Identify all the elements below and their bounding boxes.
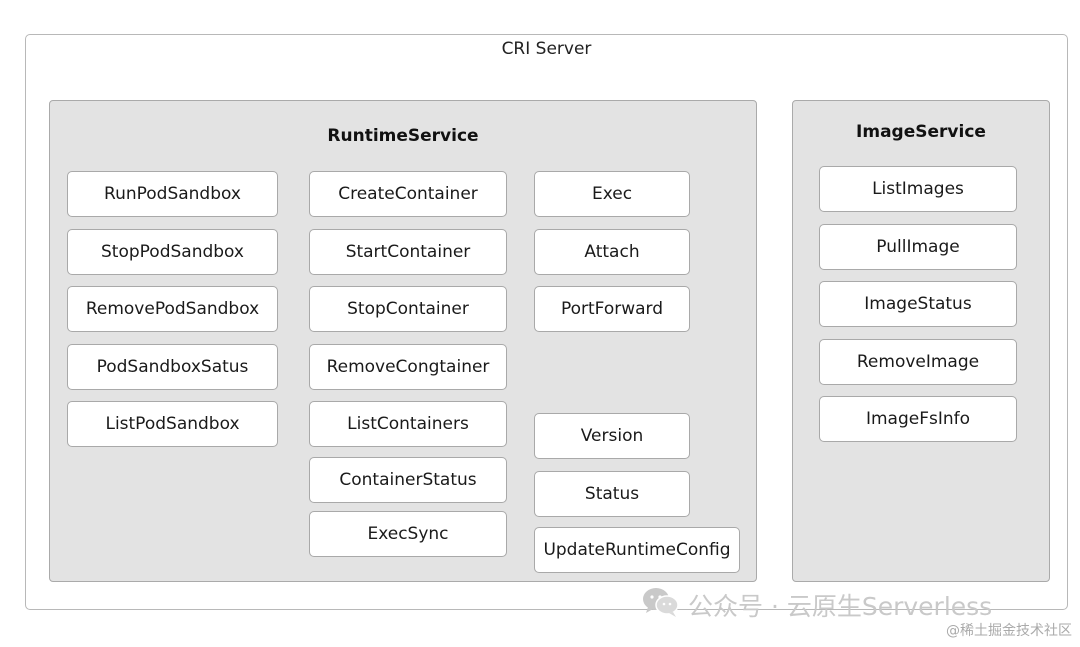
run-pod-sandbox-box[interactable]: RunPodSandbox [67,171,278,217]
remove-container-box[interactable]: RemoveCongtainer [309,344,507,390]
watermark: 公众号 · 云原生Serverless [642,586,992,624]
create-container-box[interactable]: CreateContainer [309,171,507,217]
exec-box[interactable]: Exec [534,171,690,217]
container-status-box[interactable]: ContainerStatus [309,457,507,503]
cri-server-title: CRI Server [501,39,592,59]
stop-container-box[interactable]: StopContainer [309,286,507,332]
image-status-box[interactable]: ImageStatus [819,281,1017,327]
port-forward-box[interactable]: PortForward [534,286,690,332]
list-images-box[interactable]: ListImages [819,166,1017,212]
attach-box[interactable]: Attach [534,229,690,275]
remove-pod-sandbox-box[interactable]: RemovePodSandbox [67,286,278,332]
version-box[interactable]: Version [534,413,690,459]
pull-image-box[interactable]: PullImage [819,224,1017,270]
exec-sync-box[interactable]: ExecSync [309,511,507,557]
pod-sandbox-status-box[interactable]: PodSandboxSatus [67,344,278,390]
list-containers-box[interactable]: ListContainers [309,401,507,447]
wechat-icon [642,586,680,624]
runtime-service-title: RuntimeService [327,126,479,146]
remove-image-box[interactable]: RemoveImage [819,339,1017,385]
stop-pod-sandbox-box[interactable]: StopPodSandbox [67,229,278,275]
image-service-title: ImageService [856,122,986,142]
status-box[interactable]: Status [534,471,690,517]
list-pod-sandbox-box[interactable]: ListPodSandbox [67,401,278,447]
image-fs-info-box[interactable]: ImageFsInfo [819,396,1017,442]
start-container-box[interactable]: StartContainer [309,229,507,275]
update-runtime-config-box[interactable]: UpdateRuntimeConfig [534,527,740,573]
credit-text: @稀土掘金技术社区 [946,623,1072,639]
watermark-text: 公众号 · 云原生Serverless [688,592,993,621]
